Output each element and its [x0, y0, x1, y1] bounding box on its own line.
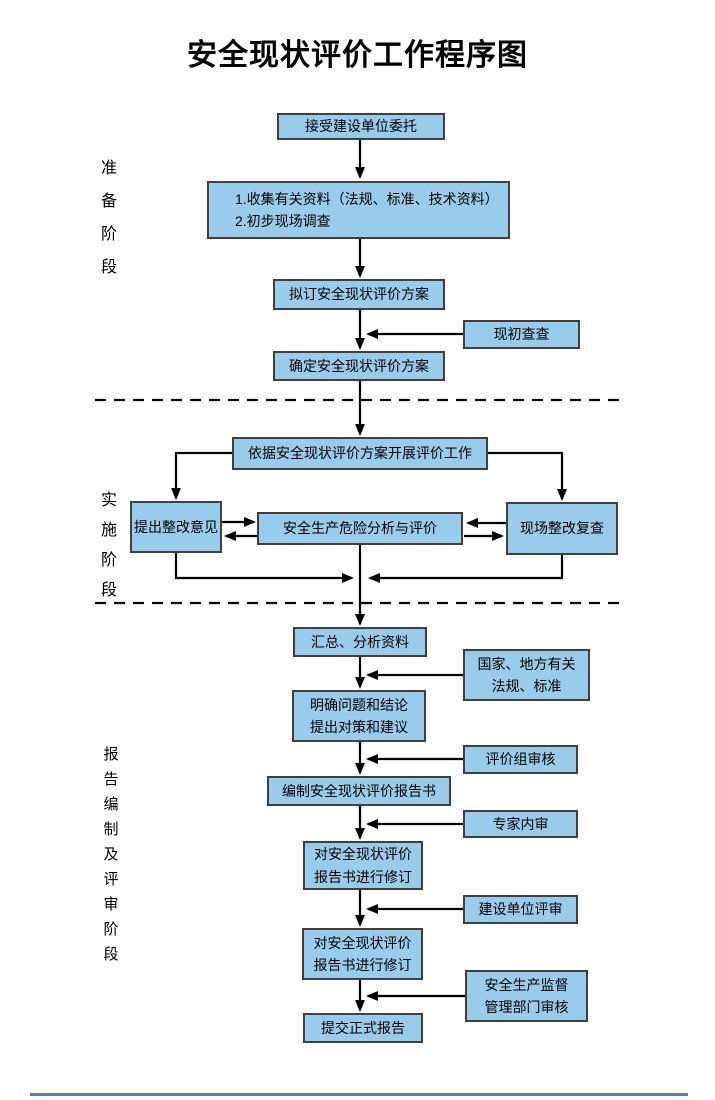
node-revise-report-2: 对安全现状评价 报告书进行修订	[302, 928, 423, 980]
node-revise-report-1: 对安全现状评价 报告书进行修订	[303, 841, 423, 890]
page-bottom-border	[30, 1093, 688, 1096]
node-site-rectification-recheck: 现场整改复查	[506, 502, 618, 555]
node-compile-report: 编制安全现状评价报告书	[267, 776, 451, 806]
stage-label-reporting: 报 告 编 制 及 评 审 阶 段	[103, 746, 119, 963]
node-accept-commission: 接受建设单位委托	[277, 113, 445, 140]
edge-propose-collector	[174, 553, 354, 583]
edge-carryout-propose	[171, 451, 232, 500]
node-draft-plan: 拟订安全现状评价方案	[273, 279, 445, 310]
node-risk-analysis-evaluation: 安全生产危险分析与评价	[257, 512, 463, 545]
node-collect-materials: 1.收集有关资料（法规、标准、技术资料） 2.初步现场调查	[207, 181, 510, 239]
node-summarize-analyze: 汇总、分析资料	[293, 627, 427, 657]
node-review-group-audit: 评价组审核	[463, 745, 578, 774]
node-supervision-department-audit: 安全生产监督 管理部门审核	[465, 970, 588, 1022]
node-expert-internal-review: 专家内审	[463, 810, 578, 838]
node-submit-final-report: 提交正式报告	[303, 1013, 423, 1043]
edge-carryout-recheck	[488, 451, 567, 501]
node-clarify-issues-conclusions: 明确问题和结论 提出对策和建议	[292, 690, 426, 742]
edge-recheck-collector	[368, 555, 564, 583]
node-carry-out-evaluation: 依据安全现状评价方案开展评价工作	[232, 437, 488, 470]
stage-label-implementation: 实 施 阶 段	[100, 492, 117, 599]
diagram-title: 安全现状评价工作程序图	[187, 39, 528, 72]
node-national-local-regulations: 国家、地方有关 法规、标准	[463, 649, 590, 701]
node-initial-site-check: 现初查查	[463, 320, 580, 349]
stage-label-preparation: 准 备 阶 段	[100, 160, 117, 276]
node-propose-rectification: 提出整改意见	[130, 501, 222, 553]
node-owner-unit-review: 建设单位评审	[463, 895, 578, 924]
node-confirm-plan: 确定安全现状评价方案	[273, 351, 445, 381]
